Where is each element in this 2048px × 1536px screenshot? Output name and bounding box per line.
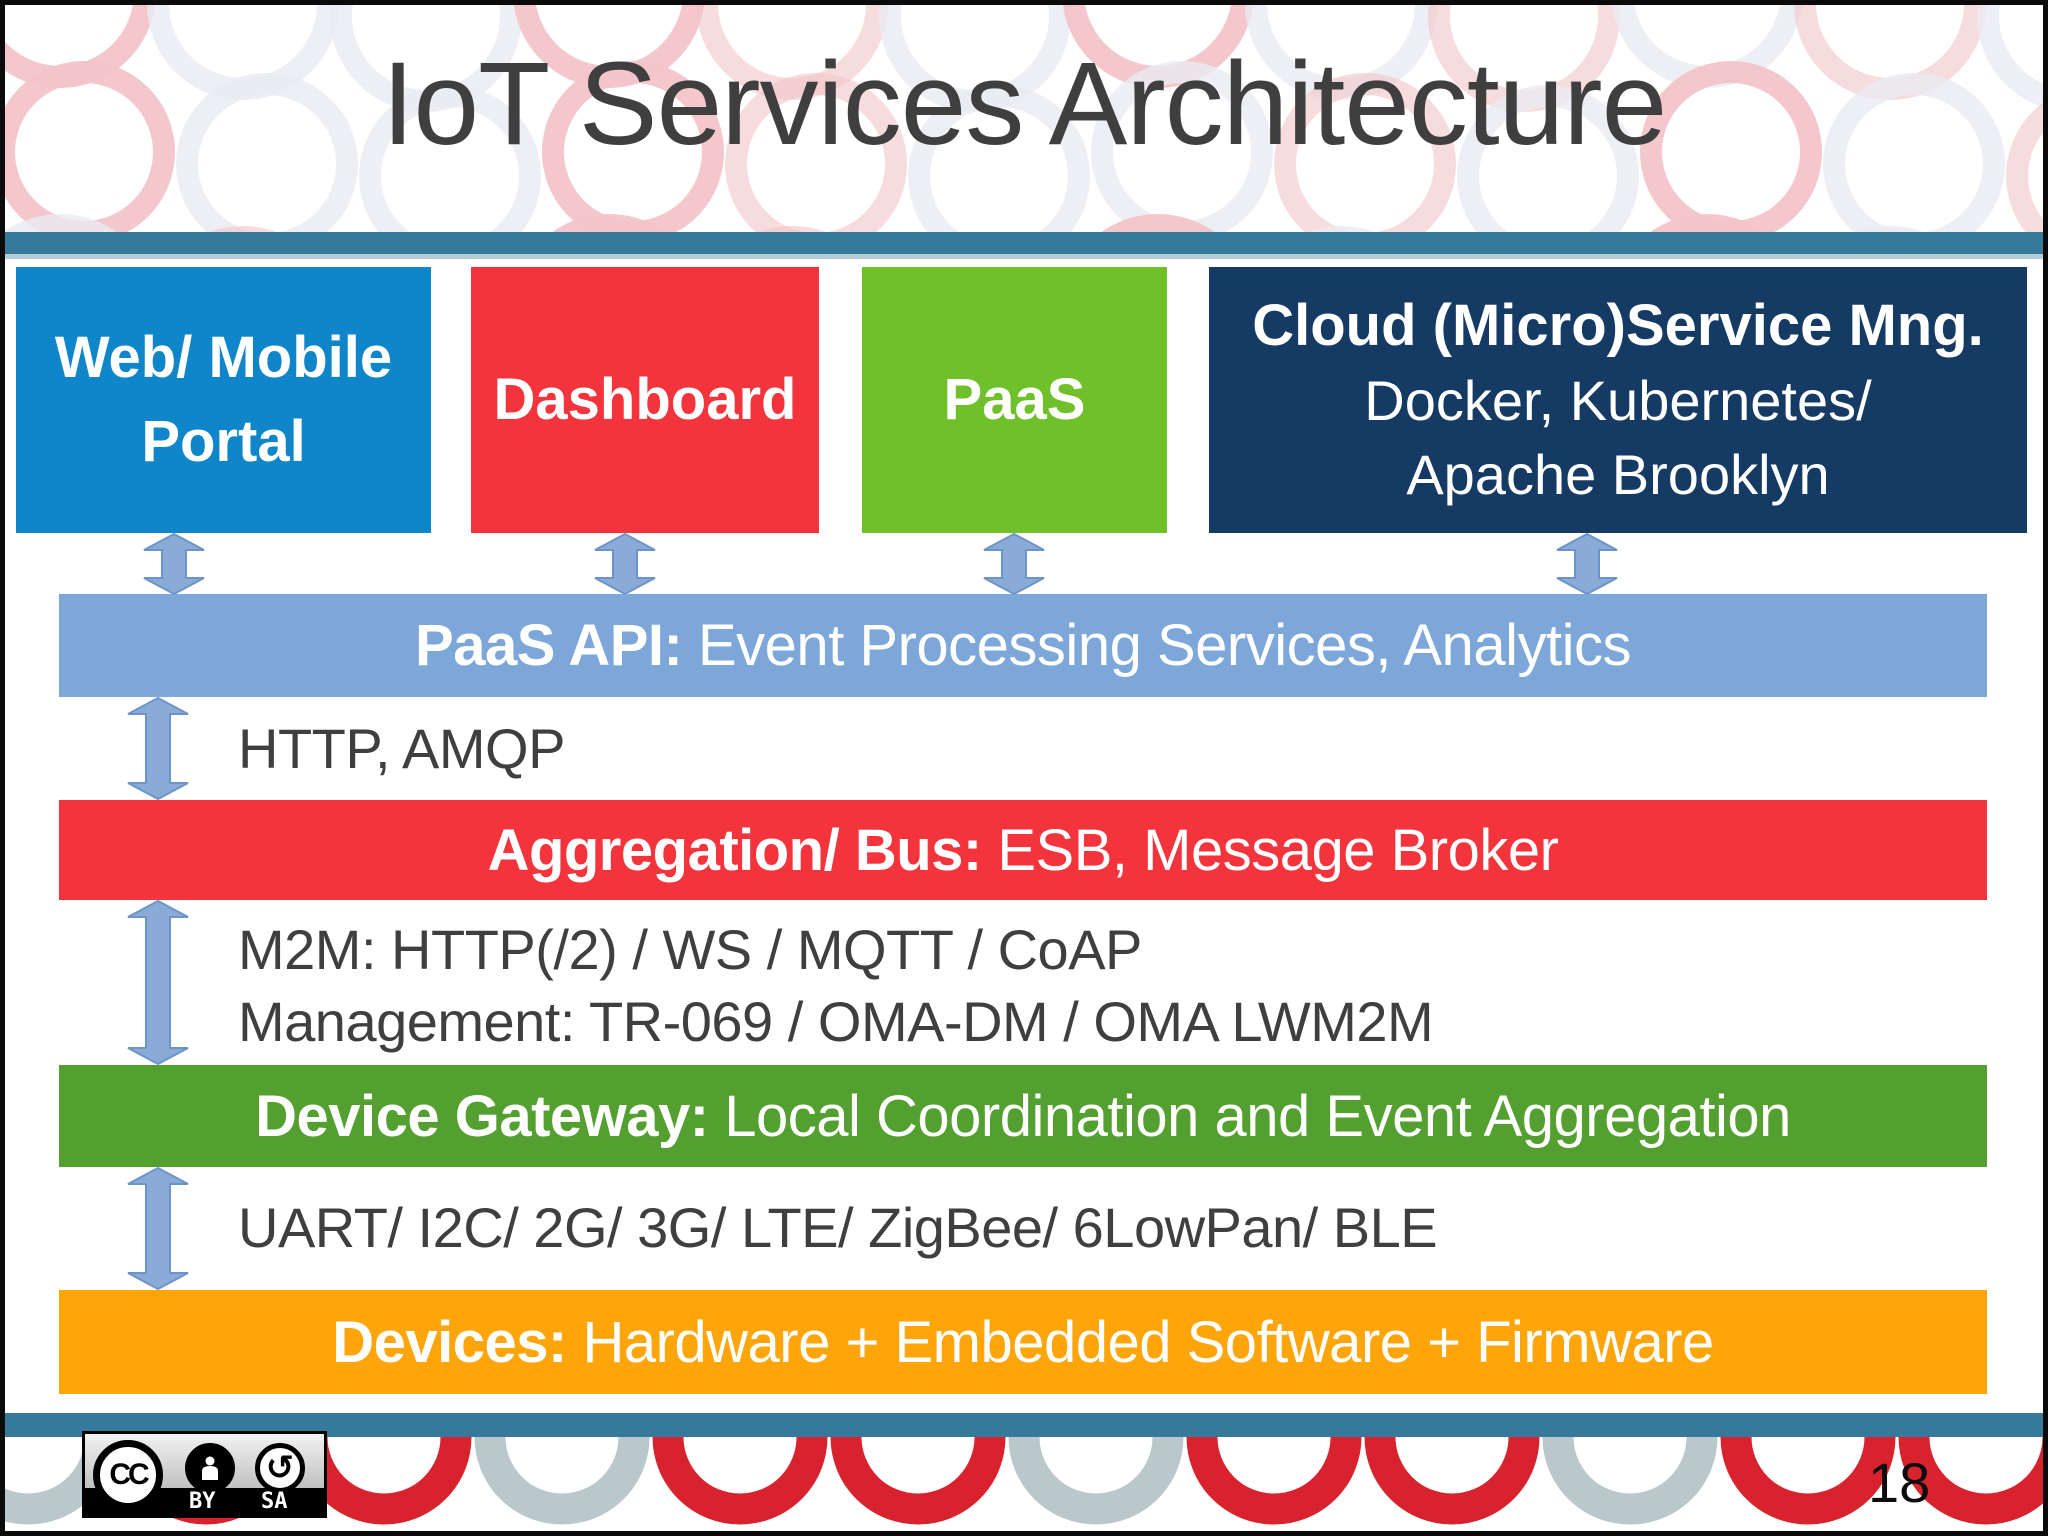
box-cloud-microservice-mng: Cloud (Micro)Service Mng. Docker, Kubern… <box>1209 267 2027 533</box>
double-arrow-icon <box>127 697 189 800</box>
box-label: Dashboard <box>493 367 797 432</box>
box-label: Web/ Mobile <box>54 325 393 390</box>
layer-bar-aggregation-bus: Aggregation/ Bus: ESB, Message Broker <box>59 800 1987 900</box>
double-arrow-icon <box>1556 533 1618 595</box>
cc-by-label: BY <box>189 1489 216 1514</box>
layer-bar-label: Hardware + Embedded Software + Firmware <box>566 1309 1714 1375</box>
double-arrow-icon <box>127 1167 189 1290</box>
protocol-label-uart: UART/ I2C/ 2G/ 3G/ LTE/ ZigBee/ 6LowPan/… <box>238 1196 1438 1259</box>
layer-bar-paas-api: PaaS API: Event Processing Services, Ana… <box>59 594 1987 697</box>
layer-bar-label: Event Processing Services, Analytics <box>682 613 1631 678</box>
cc-logo-icon: CC <box>93 1440 163 1510</box>
box-paas: PaaS <box>862 267 1167 533</box>
box-label: Portal <box>141 409 306 474</box>
layer-bar-label-bold: Devices: <box>332 1309 567 1375</box>
page-title: IoT Services Architecture <box>381 38 1667 170</box>
protocol-label-m2m: M2M: HTTP(/2) / WS / MQTT / CoAP <box>238 918 1142 981</box>
double-arrow-icon <box>143 533 205 595</box>
double-arrow-icon <box>594 533 656 595</box>
box-label: Docker, Kubernetes/ <box>1364 369 1872 432</box>
layer-bar-label: Local Coordination and Event Aggregation <box>708 1083 1791 1149</box>
cc-license-badge: CC ↺ BY SA <box>82 1431 327 1518</box>
layer-bar-label-bold: Aggregation/ Bus: <box>487 817 983 883</box>
box-label: PaaS <box>943 367 1086 432</box>
layer-bar-label: ESB, Message Broker <box>981 817 1559 883</box>
layer-bar-devices: Devices: Hardware + Embedded Software + … <box>59 1290 1987 1394</box>
double-arrow-icon <box>127 900 189 1065</box>
cc-sa-label: SA <box>261 1489 288 1514</box>
cc-attribution-person-icon <box>185 1443 235 1493</box>
protocol-label-http-amqp: HTTP, AMQP <box>238 717 565 780</box>
box-dashboard: Dashboard <box>471 267 819 533</box>
layer-bar-label-bold: PaaS API: <box>415 613 683 678</box>
cc-share-alike-icon: ↺ <box>255 1443 305 1493</box>
title-divider-bar <box>0 232 2048 259</box>
protocol-label-management: Management: TR-069 / OMA-DM / OMA LWM2M <box>238 990 1434 1053</box>
box-heading: Cloud (Micro)Service Mng. <box>1252 293 1984 358</box>
bottom-divider-bar <box>0 1413 2048 1437</box>
box-web-mobile-portal: Web/ Mobile Portal <box>16 267 431 533</box>
box-label: Apache Brooklyn <box>1406 443 1830 506</box>
layer-bar-label-bold: Device Gateway: <box>255 1083 709 1149</box>
page-number: 18 <box>1868 1451 1931 1514</box>
layer-bar-device-gateway: Device Gateway: Local Coordination and E… <box>59 1065 1987 1167</box>
double-arrow-icon <box>983 533 1045 595</box>
